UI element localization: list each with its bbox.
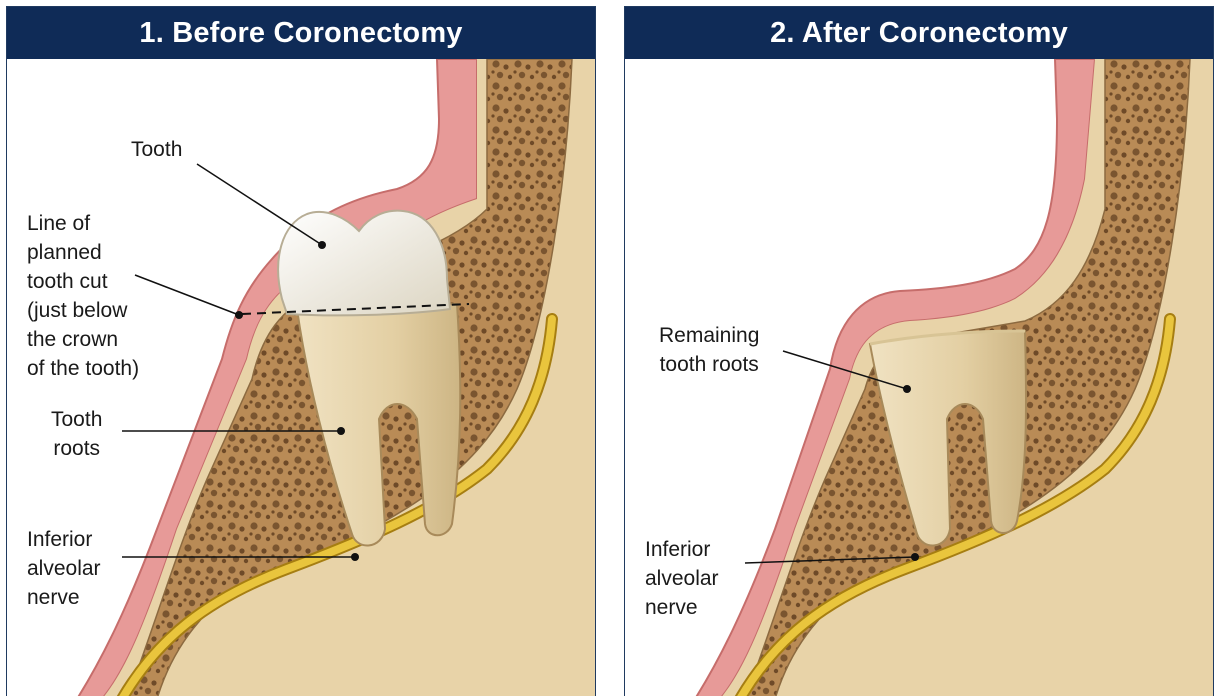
panel-title-before: 1. Before Coronectomy: [7, 7, 595, 59]
label-tooth: Tooth: [131, 135, 182, 164]
tooth-crown: [278, 211, 450, 316]
label-cut-line: Line of planned tooth cut (just below th…: [27, 209, 139, 383]
after-panel: 2. After Coronectomy Remaining tooth roo…: [624, 6, 1214, 696]
label-tooth-roots: Tooth roots: [51, 405, 102, 463]
label-remaining-roots: Remaining tooth roots: [659, 321, 759, 379]
before-panel: 1. Before Coronectomy Tooth Line of plan…: [6, 6, 596, 696]
panel-title-after: 2. After Coronectomy: [625, 7, 1213, 59]
label-nerve-after: Inferior alveolar nerve: [645, 535, 719, 622]
label-nerve: Inferior alveolar nerve: [27, 525, 101, 612]
